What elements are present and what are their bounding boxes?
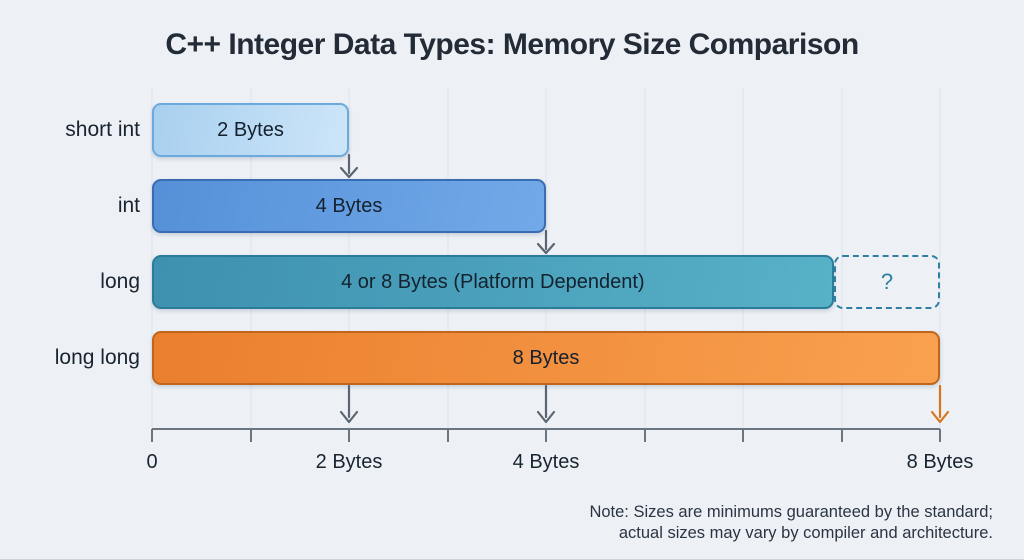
category-label-long: long: [100, 270, 140, 293]
bar-short-int: 2 Bytes: [152, 103, 349, 157]
footnote: Note: Sizes are minimums guaranteed by t…: [589, 502, 993, 544]
plot-area: 2 Bytes 4 Bytes 4 or 8 Bytes (Platform D…: [146, 88, 973, 473]
x-axis-label-0: 0: [146, 451, 158, 473]
question-mark: ?: [880, 269, 894, 294]
gridline: [151, 88, 153, 429]
category-label-long-long: long long: [54, 346, 140, 369]
arrow-down-accent-icon: [930, 384, 950, 424]
x-axis-tick: [446, 429, 449, 442]
bar-value-label: 4 Bytes: [315, 194, 383, 217]
arrow-down-icon: [536, 229, 556, 255]
x-axis-tick: [348, 429, 350, 442]
bar-value-label: 4 or 8 Bytes (Platform Dependent): [341, 270, 645, 293]
x-axis-tick: [643, 429, 646, 442]
bar-value-label: 8 Bytes: [512, 346, 580, 369]
x-axis-label-2-bytes: 2 Bytes: [315, 451, 383, 473]
x-axis-tick: [742, 429, 744, 442]
x-axis-tick: [939, 429, 941, 442]
chart-title: C++ Integer Data Types: Memory Size Comp…: [165, 28, 859, 61]
x-axis-tick: [151, 429, 153, 442]
footnote-line-1: Note: Sizes are minimums guaranteed by t…: [589, 503, 993, 521]
footnote-line-2: actual sizes may vary by compiler and ar…: [618, 524, 993, 542]
gridline: [939, 88, 941, 429]
x-axis-tick: [545, 429, 547, 442]
x-axis-tick: [840, 429, 843, 442]
x-axis-label-4-bytes: 4 Bytes: [512, 451, 580, 473]
category-label-short-int: short int: [65, 118, 140, 141]
arrow-down-icon: [339, 384, 359, 424]
arrow-down-icon: [339, 153, 359, 179]
uncertain-size-box: ?: [834, 255, 940, 309]
bar-long-long: 8 Bytes: [152, 331, 940, 385]
x-axis-tick: [249, 429, 252, 442]
bar-long: 4 or 8 Bytes (Platform Dependent): [152, 255, 834, 309]
arrow-down-icon: [536, 384, 556, 424]
category-label-int: int: [117, 194, 140, 217]
bar-value-label: 2 Bytes: [217, 118, 284, 141]
x-axis-label-8-bytes: 8 Bytes: [906, 451, 974, 473]
bar-int: 4 Bytes: [152, 179, 546, 233]
